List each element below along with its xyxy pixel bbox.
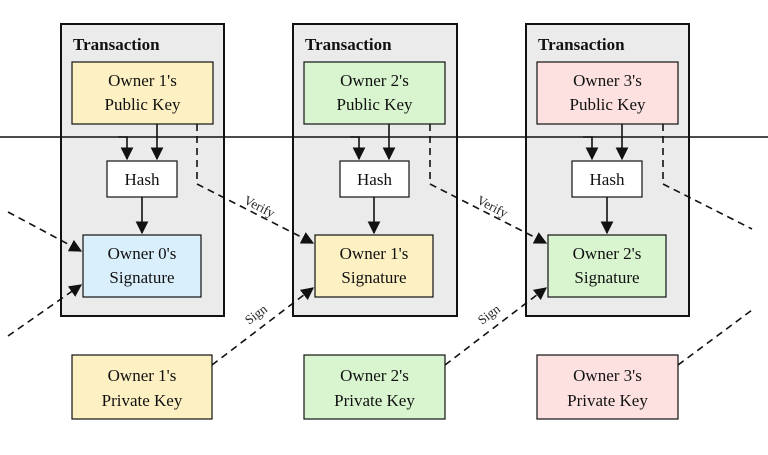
signature-label-2a: Owner 1's [340, 244, 409, 263]
verify-dashed-arrow-2 [429, 124, 548, 244]
private-key-label-3a: Owner 3's [573, 366, 642, 385]
signature-label-3a: Owner 2's [573, 244, 642, 263]
sign-dashed-line-3 [677, 309, 753, 366]
public-key-box-2 [303, 61, 446, 125]
incoming-verify-dashed-arrow [7, 211, 83, 252]
chain-to-hash-arrow-3 [583, 136, 599, 161]
public-key-label-2b: Public Key [336, 95, 413, 114]
signature-label-1b: Signature [109, 268, 174, 287]
verify-dashed-line-3 [662, 124, 753, 230]
sign-dashed-arrow-1 [211, 287, 315, 366]
hash-box-2 [339, 160, 410, 198]
private-key-label-2a: Owner 2's [340, 366, 409, 385]
private-key-box-1 [71, 354, 213, 420]
hash-label-3: Hash [590, 170, 625, 189]
private-key-label-1b: Private Key [102, 391, 183, 410]
public-key-label-1b: Public Key [104, 95, 181, 114]
signature-box-2 [314, 234, 434, 298]
public-key-label-3a: Owner 3's [573, 71, 642, 90]
hash-label-1: Hash [125, 170, 160, 189]
signature-box-3 [547, 234, 667, 298]
verify-label-2: Verify [475, 192, 511, 220]
verify-label-1: Verify [242, 192, 278, 220]
hash-label-2: Hash [357, 170, 392, 189]
hash-box-3 [571, 160, 643, 198]
signature-label-3b: Signature [574, 268, 639, 287]
public-key-box-3 [536, 61, 679, 125]
private-key-label-3b: Private Key [567, 391, 648, 410]
verify-dashed-arrow-1 [196, 124, 315, 244]
incoming-sign-dashed-arrow [7, 284, 83, 337]
hash-box-1 [106, 160, 178, 198]
signature-label-2b: Signature [341, 268, 406, 287]
sign-dashed-arrow-2 [444, 287, 548, 366]
public-key-box-1 [71, 61, 214, 125]
public-key-label-2a: Owner 2's [340, 71, 409, 90]
private-key-label-2b: Private Key [334, 391, 415, 410]
sign-label-1: Sign [242, 301, 270, 328]
signature-label-1a: Owner 0's [108, 244, 177, 263]
chain-to-hash-arrow-1 [118, 136, 134, 161]
private-key-label-1a: Owner 1's [108, 366, 177, 385]
private-key-box-2 [303, 354, 446, 420]
signature-box-1 [82, 234, 202, 298]
public-key-label-1a: Owner 1's [108, 71, 177, 90]
transaction-title-3: Transaction [538, 35, 625, 54]
chain-to-hash-arrow-2 [350, 136, 366, 161]
transaction-title-1: Transaction [73, 35, 160, 54]
sign-label-2: Sign [475, 301, 503, 328]
transaction-title-2: Transaction [305, 35, 392, 54]
public-key-label-3b: Public Key [569, 95, 646, 114]
private-key-box-3 [536, 354, 679, 420]
